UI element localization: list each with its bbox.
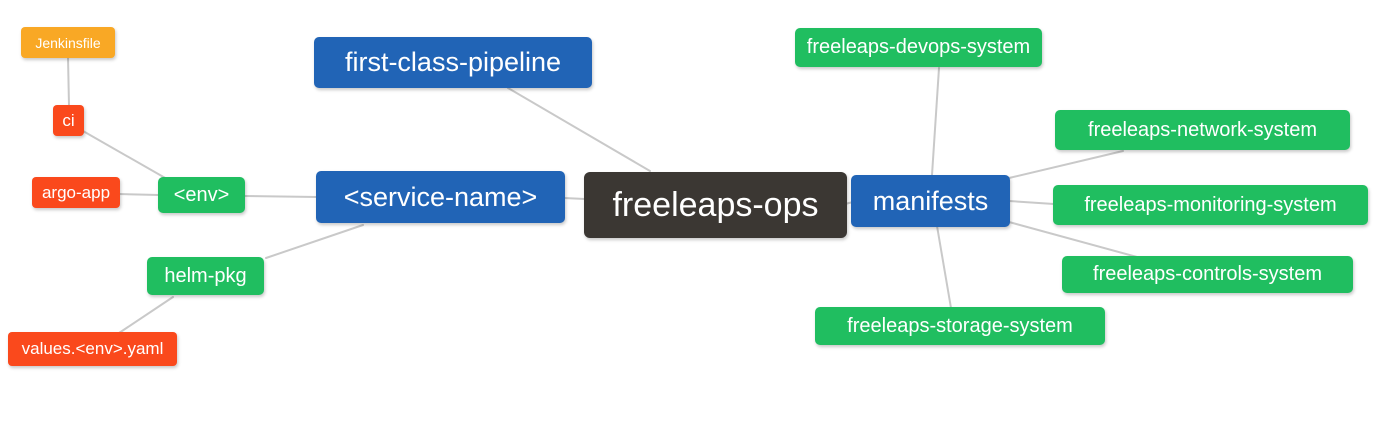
node-helm-pkg[interactable]: helm-pkg [147, 257, 264, 295]
node-freeleaps-controls-system[interactable]: freeleaps-controls-system [1062, 256, 1353, 293]
node-first-class-pipeline[interactable]: first-class-pipeline [314, 37, 592, 88]
edge-values-helm-pkg [118, 296, 174, 334]
node-freeleaps-monitoring-system[interactable]: freeleaps-monitoring-system [1053, 185, 1368, 225]
node-ci[interactable]: ci [53, 105, 84, 136]
edge-ci-env [82, 130, 168, 180]
node-freeleaps-ops-root[interactable]: freeleaps-ops [584, 172, 847, 238]
edge-manifests-network [1008, 150, 1124, 179]
edge-manifests-controls [1008, 221, 1138, 258]
edge-manifests-storage [936, 225, 952, 309]
node-freeleaps-storage-system[interactable]: freeleaps-storage-system [815, 307, 1105, 345]
edge-jenkinsfile-ci [67, 56, 70, 107]
node-manifests[interactable]: manifests [851, 175, 1010, 227]
edge-manifests-devops [931, 67, 940, 176]
node-freeleaps-devops-system[interactable]: freeleaps-devops-system [795, 28, 1042, 67]
node-service-name[interactable]: <service-name> [316, 171, 565, 223]
edge-manifests-monitoring [1008, 200, 1055, 205]
node-values-env-yaml[interactable]: values.<env>.yaml [8, 332, 177, 366]
edge-argo-app-env [117, 193, 160, 196]
node-argo-app[interactable]: argo-app [32, 177, 120, 208]
edge-service-name-ops [563, 197, 586, 200]
edge-helm-pkg-service-name [265, 224, 364, 259]
edge-env-service-name [243, 195, 318, 198]
node-jenkinsfile[interactable]: Jenkinsfile [21, 27, 115, 58]
node-freeleaps-network-system[interactable]: freeleaps-network-system [1055, 110, 1350, 150]
edge-pipeline-ops [507, 87, 651, 172]
node-env[interactable]: <env> [158, 177, 245, 213]
